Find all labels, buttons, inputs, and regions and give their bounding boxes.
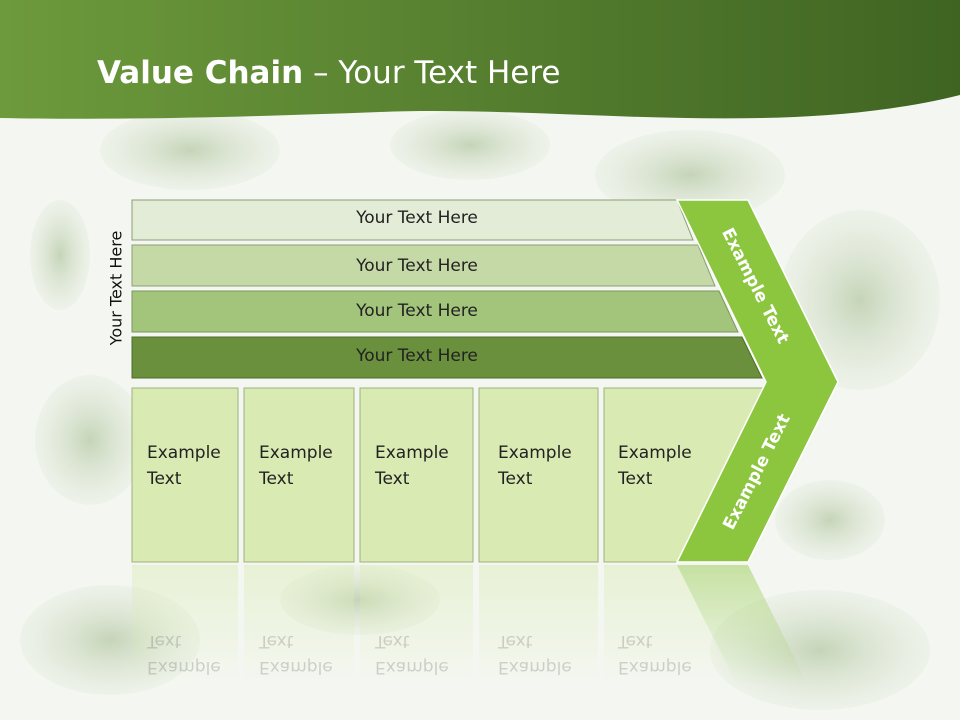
bar-4 [131,336,763,379]
bar-3 [131,290,739,333]
title-bold: Value Chain [97,55,304,91]
bar-1 [131,199,694,241]
box-2-reflection-line1: Example [259,657,333,677]
box-4-label: Example Text [498,440,572,492]
page-title: Value Chain – Your Text Here [97,55,560,91]
box-5-reflection [604,565,737,685]
box-3-label-reflection: Example Text [375,628,449,680]
box-1-label: Example Text [147,440,221,492]
title-rest: – Your Text Here [303,55,561,91]
box-2-label: Example Text [259,440,333,492]
box-4-line2: Text [498,469,533,489]
box-1-label-reflection: Example Text [147,628,221,680]
box-5-label: Example Text [618,440,692,492]
box-5-line1: Example [618,443,692,463]
box-4 [478,387,599,563]
bar-3-label: Your Text Here [356,301,478,321]
box-3-line2: Text [375,469,410,489]
bar-1-label: Your Text Here [356,208,478,228]
box-2-line2: Text [259,469,294,489]
bar-2 [131,244,716,287]
box-3-reflection-line1: Example [375,657,449,677]
box-3-line1: Example [375,443,449,463]
box-2-reflection-line2: Text [259,631,294,651]
box-3-reflection-line2: Text [375,631,410,651]
box-2-line1: Example [259,443,333,463]
box-1-reflection [132,565,238,685]
box-2-reflection [244,565,354,685]
bar-2-label: Your Text Here [356,256,478,276]
chevron-arrow [675,199,839,563]
box-4-line1: Example [498,443,572,463]
box-4-reflection-line1: Example [498,657,572,677]
box-5-label-reflection: Example Text [618,628,692,680]
box-4-reflection-line2: Text [498,631,533,651]
box-4-reflection [479,565,598,685]
box-1-reflection-line2: Text [147,631,182,651]
box-3-label: Example Text [375,440,449,492]
box-3-reflection [360,565,473,685]
box-3 [359,387,474,563]
bar-4-label: Your Text Here [356,346,478,366]
box-4-label-reflection: Example Text [498,628,572,680]
box-1-reflection-line1: Example [147,657,221,677]
box-5-reflection-line1: Example [618,657,692,677]
box-1-line2: Text [147,469,182,489]
header-band [0,0,960,119]
box-5-line2: Text [618,469,653,489]
box-2-label-reflection: Example Text [259,628,333,680]
box-1-line1: Example [147,443,221,463]
box-5-reflection-line2: Text [618,631,653,651]
box-1 [131,387,239,563]
box-2 [243,387,355,563]
chevron-reflection [677,565,808,685]
